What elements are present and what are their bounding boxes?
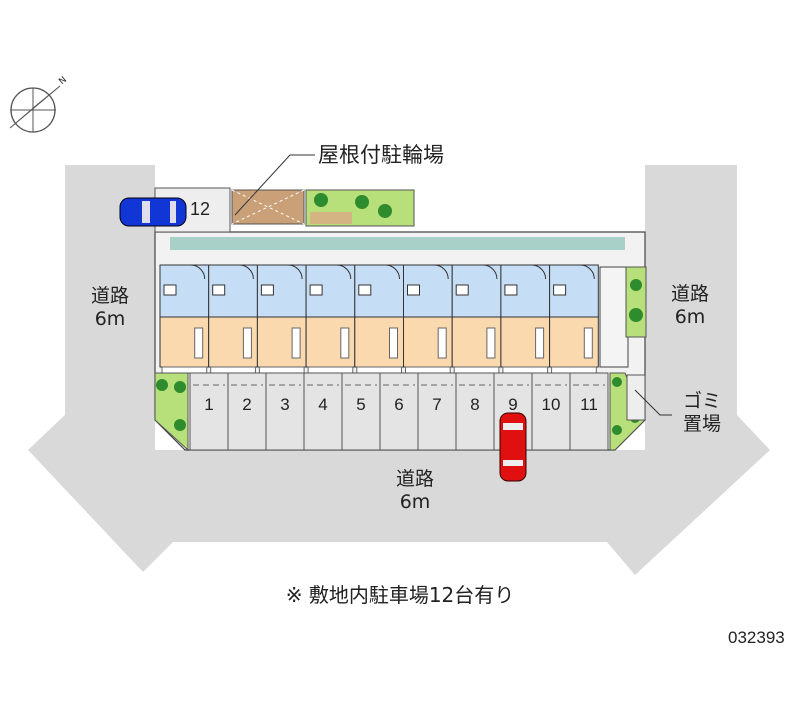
parking-space-number: 5	[356, 395, 366, 414]
kitchen-icon	[407, 284, 420, 296]
balcony	[453, 366, 500, 374]
parking-space-number: 2	[242, 395, 252, 414]
door-icon	[288, 264, 303, 280]
parking-space	[189, 372, 229, 451]
balcony	[161, 366, 208, 374]
road-left-name: 道路	[90, 285, 129, 307]
road-left-label: 道路 6m	[80, 285, 140, 331]
car-red-icon	[499, 412, 527, 482]
furniture-icon	[194, 327, 204, 359]
garbage-label: ゴミ 置場	[672, 390, 732, 436]
apartment-unit	[403, 264, 453, 374]
bike-parking-label: 屋根付駐輪場	[318, 143, 444, 167]
door-icon	[336, 264, 352, 280]
kitchen-icon	[163, 284, 177, 296]
parking-space	[379, 372, 419, 451]
compass-icon	[9, 85, 61, 133]
apartment-unit	[208, 264, 258, 374]
balcony	[210, 366, 256, 374]
garden-right	[625, 266, 647, 338]
parking-space-number: 3	[280, 395, 290, 414]
balcony	[405, 366, 451, 374]
furniture-icon	[486, 327, 496, 359]
door-icon	[239, 264, 254, 280]
furniture-icon	[291, 327, 301, 359]
road-bottom-name: 道路	[395, 468, 434, 490]
door-icon	[434, 264, 449, 280]
kitchen-icon	[260, 284, 274, 296]
road-surface	[28, 165, 770, 575]
parking-space-number: 7	[432, 395, 442, 414]
kitchen-icon	[358, 284, 372, 296]
parking-space-number: 8	[470, 395, 480, 414]
parking-space	[265, 372, 305, 451]
kitchen-icon	[212, 284, 226, 296]
bike-parking-area	[231, 189, 305, 225]
door-icon	[190, 264, 206, 280]
parking-space-number: 4	[318, 395, 328, 414]
balcony	[502, 366, 549, 374]
parking-space-number: 6	[394, 395, 404, 414]
apartment-unit	[256, 264, 307, 374]
furniture-icon	[583, 327, 593, 359]
garbage-label-1: ゴミ	[682, 390, 721, 412]
property-id: 032393	[728, 628, 785, 647]
road-bottom-label: 道路 6m	[385, 468, 445, 514]
furniture-icon	[437, 327, 447, 359]
kitchen-icon	[553, 284, 567, 296]
parking-space	[417, 372, 457, 451]
parking-space-12-label: 12	[190, 199, 211, 219]
kitchen-icon	[455, 284, 469, 296]
furniture-icon	[535, 327, 545, 359]
balcony	[356, 366, 402, 374]
kitchen-icon	[504, 284, 518, 296]
parking-space-number: 1	[204, 395, 214, 414]
garbage-label-2: 置場	[682, 412, 721, 435]
parking-space	[341, 372, 381, 451]
apartment-unit	[451, 264, 502, 374]
road-right-name: 道路	[670, 283, 709, 305]
parking-space	[303, 372, 343, 451]
parking-space	[531, 372, 571, 451]
balcony	[258, 366, 305, 374]
parking-space-number: 10	[541, 395, 561, 414]
door-icon	[531, 264, 547, 280]
door-icon	[482, 264, 498, 280]
door-icon	[580, 264, 595, 280]
apartment-unit	[500, 264, 551, 374]
road-right-width: 6m	[674, 305, 706, 328]
door-icon	[385, 264, 400, 280]
balcony	[307, 366, 354, 374]
garbage-area	[626, 374, 646, 421]
parking-note: ※ 敷地内駐車場12台有り	[285, 583, 515, 607]
balcony	[551, 366, 597, 374]
parking-space-number: 9	[508, 395, 518, 414]
apartment-unit	[354, 264, 404, 374]
furniture-icon	[340, 327, 350, 359]
furniture-icon	[242, 327, 252, 359]
furniture-icon	[389, 327, 398, 359]
road-bottom-width: 6m	[399, 490, 431, 513]
apartment-unit	[549, 264, 599, 374]
apartment-unit	[305, 264, 356, 374]
unit-wet-area	[549, 264, 599, 318]
road-right-label: 道路 6m	[660, 283, 720, 329]
parking-space	[569, 372, 609, 451]
car-blue-icon	[119, 197, 187, 227]
unit-room	[208, 316, 258, 368]
parking-space-number: 11	[580, 395, 598, 414]
garden-top	[305, 189, 415, 227]
apartment-unit	[159, 264, 210, 374]
road-left-width: 6m	[94, 307, 126, 330]
kitchen-icon	[309, 284, 323, 296]
